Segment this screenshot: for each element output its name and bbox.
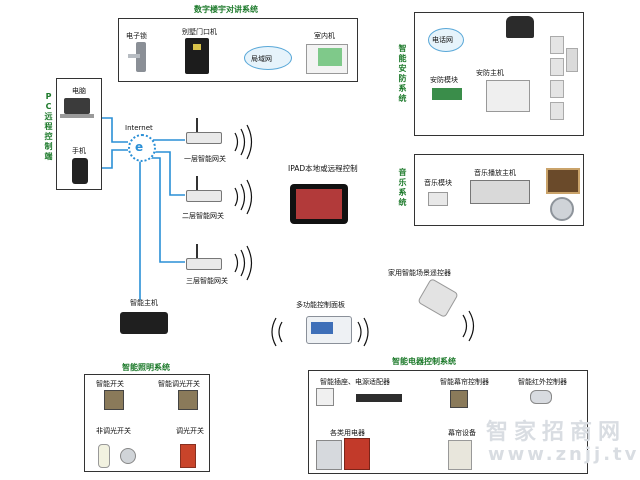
watermark-name: 智家招商网: [486, 420, 627, 445]
internet-label: Internet: [125, 124, 153, 132]
phone-net-label: 电话网: [432, 36, 453, 44]
lighting-title: 智能照明系统: [122, 363, 170, 372]
intercom-title: 数字楼宇对讲系统: [194, 5, 258, 14]
curtain-device-label: 幕帘设备: [448, 429, 476, 437]
lan-cloud-icon: [244, 46, 292, 70]
dimmer-label: 智能调光开关: [158, 380, 200, 388]
washing-machine-icon: [316, 440, 342, 470]
door-camera-icon: [193, 44, 201, 50]
socket-label: 智能插座、电源适配器: [320, 378, 390, 386]
gate-unit-label: 别墅门口机: [182, 28, 217, 36]
gateway-3-label: 三层智能网关: [186, 277, 228, 285]
lan-label: 局域网: [251, 55, 272, 63]
security-title: 智能安防系统: [398, 44, 407, 103]
control-panel-label: 多功能控制面板: [296, 301, 345, 309]
appliance-title: 智能电器控制系统: [392, 357, 456, 366]
panel-speaker-icon: [546, 168, 580, 194]
security-module-icon: [432, 88, 462, 100]
gateway-2-label: 二层智能网关: [182, 212, 224, 220]
dim-switch-label: 调光开关: [176, 427, 204, 435]
ir-controller-icon: [530, 390, 552, 404]
music-module-label: 音乐模块: [424, 179, 452, 187]
smart-socket-icon: [316, 388, 334, 406]
ir-controller-label: 智能红外控制器: [518, 378, 567, 386]
smartphone-icon: [72, 158, 88, 184]
e-lock-icon: [136, 42, 146, 72]
music-player-label: 音乐播放主机: [474, 169, 516, 177]
laptop-base-icon: [60, 114, 94, 118]
ceiling-speaker-icon: [550, 197, 574, 221]
computer-label: 电脑: [72, 87, 86, 95]
indoor-unit-label: 室内机: [314, 32, 335, 40]
music-module-icon: [428, 192, 448, 206]
smart-switch-icon: [104, 390, 124, 410]
music-title: 音乐系统: [398, 168, 407, 207]
security-host-label: 安防主机: [476, 69, 504, 77]
ipad-label: IPAD本地或远程控制: [288, 164, 358, 173]
sensor-icon: [550, 36, 564, 54]
refrigerator-icon: [344, 438, 370, 470]
pc-title: PC远程控制端: [44, 92, 53, 161]
gateway-1-antenna-icon: [196, 118, 198, 132]
gas-detector-icon: [566, 48, 578, 72]
internet-globe-icon: [128, 134, 156, 162]
indoor-screen-icon: [318, 48, 342, 66]
smart-host-label: 智能主机: [130, 299, 158, 307]
smart-dimmer-icon: [178, 390, 198, 410]
gateway-3-antenna-icon: [196, 244, 198, 258]
gateway-1-icon: [186, 132, 222, 144]
cfl-bulb-icon: [98, 444, 110, 468]
gateway-2-antenna-icon: [196, 176, 198, 190]
lamp-icon: [180, 444, 196, 468]
phone-label: 手机: [72, 147, 86, 155]
music-player-icon: [470, 180, 530, 204]
ipad-screen-icon: [296, 189, 342, 219]
gateway-3-icon: [186, 258, 222, 270]
laptop-icon: [64, 98, 90, 114]
power-strip-icon: [356, 394, 402, 402]
watermark-url: www.znjj.tv: [488, 444, 640, 465]
curtain-controller-icon: [450, 390, 468, 408]
e-lock-label: 电子锁: [126, 32, 147, 40]
gateway-1-label: 一层智能网关: [184, 155, 226, 163]
gateway-2-icon: [186, 190, 222, 202]
scene-remote-label: 家用智能场景遥控器: [388, 269, 451, 277]
security-module-label: 安防模块: [430, 76, 458, 84]
pir-detector-icon: [550, 58, 564, 76]
door-contact-icon: [550, 102, 564, 120]
telephone-icon: [506, 16, 534, 38]
appliances-label: 各类用电器: [330, 429, 365, 437]
curtain-controller-label: 智能幕帘控制器: [440, 378, 489, 386]
switch-label: 智能开关: [96, 380, 124, 388]
smart-host-icon: [120, 312, 168, 334]
non-dim-switch-label: 非调光开关: [96, 427, 131, 435]
security-host-icon: [486, 80, 530, 112]
curtain-icon: [448, 440, 472, 470]
internet-e-icon: e: [135, 140, 144, 154]
smoke-detector-icon: [550, 80, 564, 98]
control-panel-screen-icon: [311, 322, 333, 334]
e-lock-handle-icon: [128, 54, 140, 58]
spotlight-icon: [120, 448, 136, 464]
phone-net-cloud-icon: [428, 28, 464, 52]
